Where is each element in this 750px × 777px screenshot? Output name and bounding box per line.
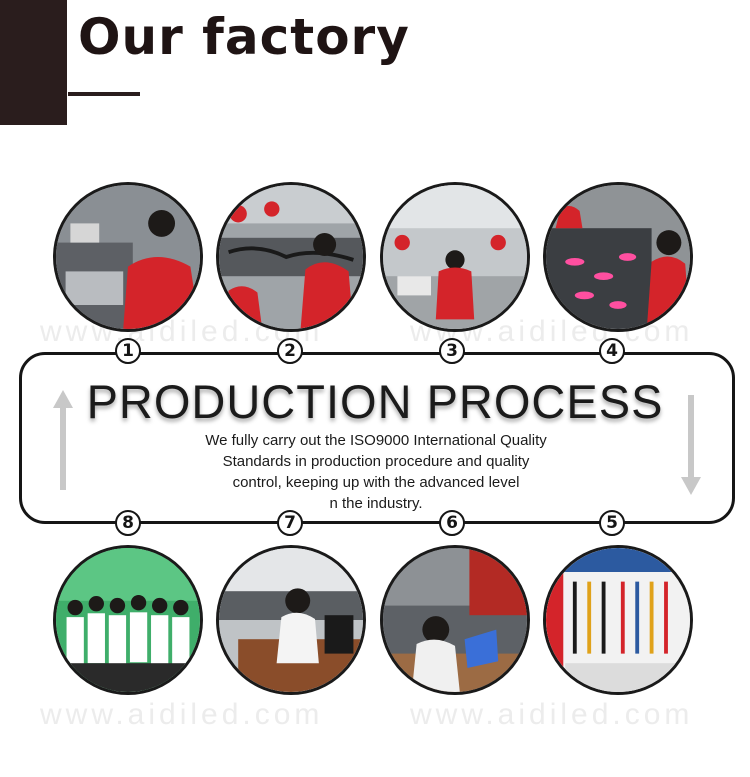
arrow-down-icon: [681, 395, 701, 495]
assembly-line-illustration: [219, 185, 363, 329]
step-number: 4: [599, 338, 625, 364]
step-number: 7: [277, 510, 303, 536]
process-description: We fully carry out the ISO9000 Internati…: [150, 430, 602, 514]
step-number: 5: [599, 510, 625, 536]
arrow-up-icon: [53, 390, 73, 490]
title-underline: [68, 92, 140, 96]
description-line: n the industry.: [329, 495, 423, 512]
photo-sewing-station: [53, 182, 203, 332]
process-heading: PRODUCTION PROCESS: [86, 375, 664, 428]
step-number: 3: [439, 338, 465, 364]
watermark-text: www.aidiled.com: [40, 698, 324, 731]
production-process-panel: [19, 352, 735, 524]
office-desk-illustration: [219, 548, 363, 692]
photo-team-group: [53, 545, 203, 695]
photo-assembly-line: [216, 182, 366, 332]
description-line: Standards in production procedure and qu…: [222, 453, 530, 470]
photo-inspection-table: [543, 182, 693, 332]
photo-office-desk: [216, 545, 366, 695]
step-number: 1: [115, 338, 141, 364]
inspection-table-illustration: [546, 185, 690, 329]
sewing-room-illustration: [383, 185, 527, 329]
photo-laptop-work: [380, 545, 530, 695]
product-showroom-illustration: [546, 548, 690, 692]
page-title: Our factory: [78, 8, 410, 66]
laptop-work-illustration: [383, 548, 527, 692]
header-dark-block: [0, 0, 67, 125]
description-line: control, keeping up with the advanced le…: [232, 474, 520, 491]
photo-sewing-room: [380, 182, 530, 332]
sewing-station-illustration: [56, 185, 200, 329]
step-number: 2: [277, 338, 303, 364]
team-group-illustration: [56, 548, 200, 692]
description-line: We fully carry out the ISO9000 Internati…: [205, 432, 547, 449]
watermark-text: www.aidiled.com: [410, 698, 694, 731]
photo-product-showroom: [543, 545, 693, 695]
step-number: 8: [115, 510, 141, 536]
step-number: 6: [439, 510, 465, 536]
